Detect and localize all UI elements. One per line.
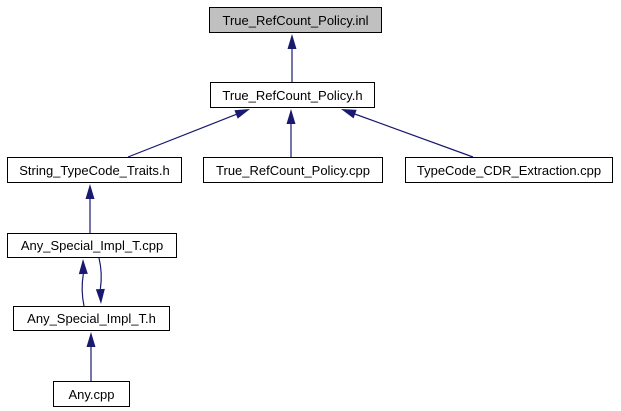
edge-string-typecode-traits-h-to-true-refcount-policy-h	[127, 113, 237, 158]
graph-node-label: TypeCode_CDR_Extraction.cpp	[416, 162, 602, 178]
graph-node-label: Any_Special_Impl_T.h	[27, 311, 156, 326]
graph-node-typecode-cdr-extraction-cpp[interactable]: TypeCode_CDR_Extraction.cpp	[405, 157, 613, 183]
graph-node-true-refcount-policy-cpp[interactable]: True_RefCount_Policy.cpp	[203, 157, 383, 183]
graph-node-label: True_RefCount_Policy.h	[222, 87, 363, 103]
graph-node-any-special-impl-t-h[interactable]: Any_Special_Impl_T.h	[13, 306, 170, 331]
graph-node-label: True_RefCount_Policy.cpp	[216, 162, 370, 178]
graph-node-label: Any_Special_Impl_T.cpp	[20, 238, 164, 253]
graph-node-true-refcount-policy-inl: True_RefCount_Policy.inl	[209, 7, 382, 33]
edge-arrowhead-any-special-impl-t-h-to-any-special-impl-t-cpp	[78, 259, 88, 275]
graph-node-any-cpp[interactable]: Any.cpp	[53, 381, 130, 407]
graph-node-label: Any.cpp	[68, 386, 115, 402]
edge-arrowhead-any-special-impl-t-cpp-to-string-typecode-traits-h	[85, 184, 95, 199]
edge-typecode-cdr-extraction-cpp-to-true-refcount-policy-h	[354, 113, 474, 158]
edge-arrowhead-string-typecode-traits-h-to-true-refcount-policy-h	[234, 109, 250, 119]
graph-node-label: True_RefCount_Policy.inl	[222, 12, 369, 28]
graph-node-true-refcount-policy-h[interactable]: True_RefCount_Policy.h	[210, 82, 375, 108]
edge-arrowhead-true-refcount-policy-cpp-to-true-refcount-policy-h	[286, 109, 296, 124]
graph-node-string-typecode-traits-h[interactable]: String_TypeCode_Traits.h	[7, 157, 182, 183]
graph-node-any-special-impl-t-cpp[interactable]: Any_Special_Impl_T.cpp	[7, 233, 177, 258]
edge-arrowhead-any-special-impl-t-cpp-to-any-special-impl-t-h	[95, 288, 105, 304]
edge-arrowhead-true-refcount-policy-h-to-true-refcount-policy-inl	[287, 34, 297, 49]
edge-arrowhead-any-cpp-to-any-special-impl-t-h	[86, 332, 96, 347]
graph-node-label: String_TypeCode_Traits.h	[19, 162, 170, 178]
edge-any-special-impl-t-h-to-any-special-impl-t-cpp	[81, 273, 85, 307]
edge-any-special-impl-t-cpp-to-any-special-impl-t-h	[98, 257, 102, 290]
edge-arrowhead-typecode-cdr-extraction-cpp-to-true-refcount-policy-h	[341, 109, 357, 119]
